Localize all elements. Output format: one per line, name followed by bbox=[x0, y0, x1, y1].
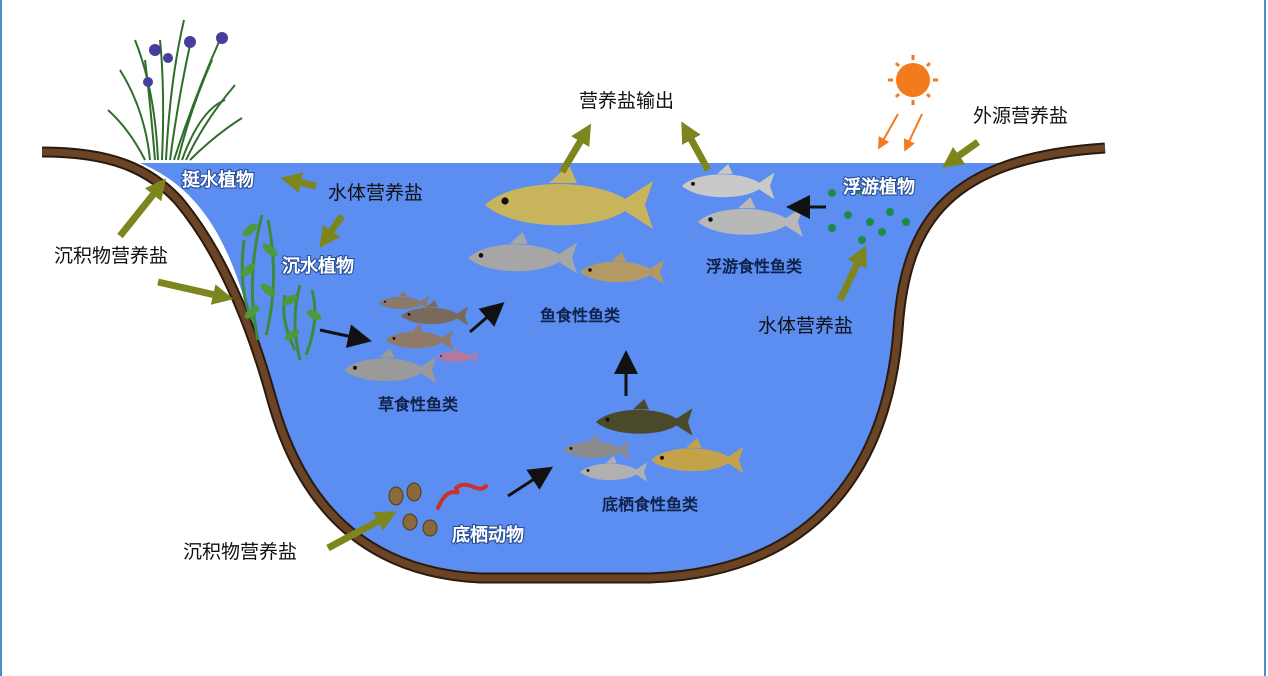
nutrient-arrows bbox=[117, 121, 981, 552]
label-sediment-nutrients-left: 沉积物营养盐 bbox=[54, 245, 168, 267]
pond-water bbox=[140, 163, 1000, 574]
label-phytoplankton: 浮游植物 bbox=[843, 176, 915, 198]
sun-icon bbox=[878, 55, 938, 152]
reed-icon bbox=[107, 19, 243, 161]
label-emergent-plants: 挺水植物 bbox=[182, 169, 254, 191]
label-planktivorous-fish: 浮游食性鱼类 bbox=[706, 257, 803, 276]
label-sediment-nutrients-bottom: 沉积物营养盐 bbox=[183, 541, 297, 563]
label-submerged-plants: 沉水植物 bbox=[282, 255, 354, 277]
food-web-arrows bbox=[319, 195, 826, 498]
plankton-dot bbox=[828, 186, 910, 244]
label-external-nutrients: 外源营养盐 bbox=[973, 105, 1068, 127]
label-herbivorous-fish: 草食性鱼类 bbox=[378, 395, 459, 414]
label-water-nutrients-right: 水体营养盐 bbox=[758, 315, 853, 337]
label-benthivorous-fish: 底栖食性鱼类 bbox=[602, 495, 699, 514]
snail-icon bbox=[388, 482, 438, 537]
label-nutrient-output: 营养盐输出 bbox=[579, 90, 674, 112]
label-water-nutrients-top: 水体营养盐 bbox=[328, 182, 423, 204]
iris-flowers bbox=[143, 32, 228, 87]
worm-icon bbox=[436, 482, 488, 510]
label-benthic-animals: 底栖动物 bbox=[452, 524, 524, 546]
label-piscivorous-fish: 鱼食性鱼类 bbox=[540, 306, 621, 325]
